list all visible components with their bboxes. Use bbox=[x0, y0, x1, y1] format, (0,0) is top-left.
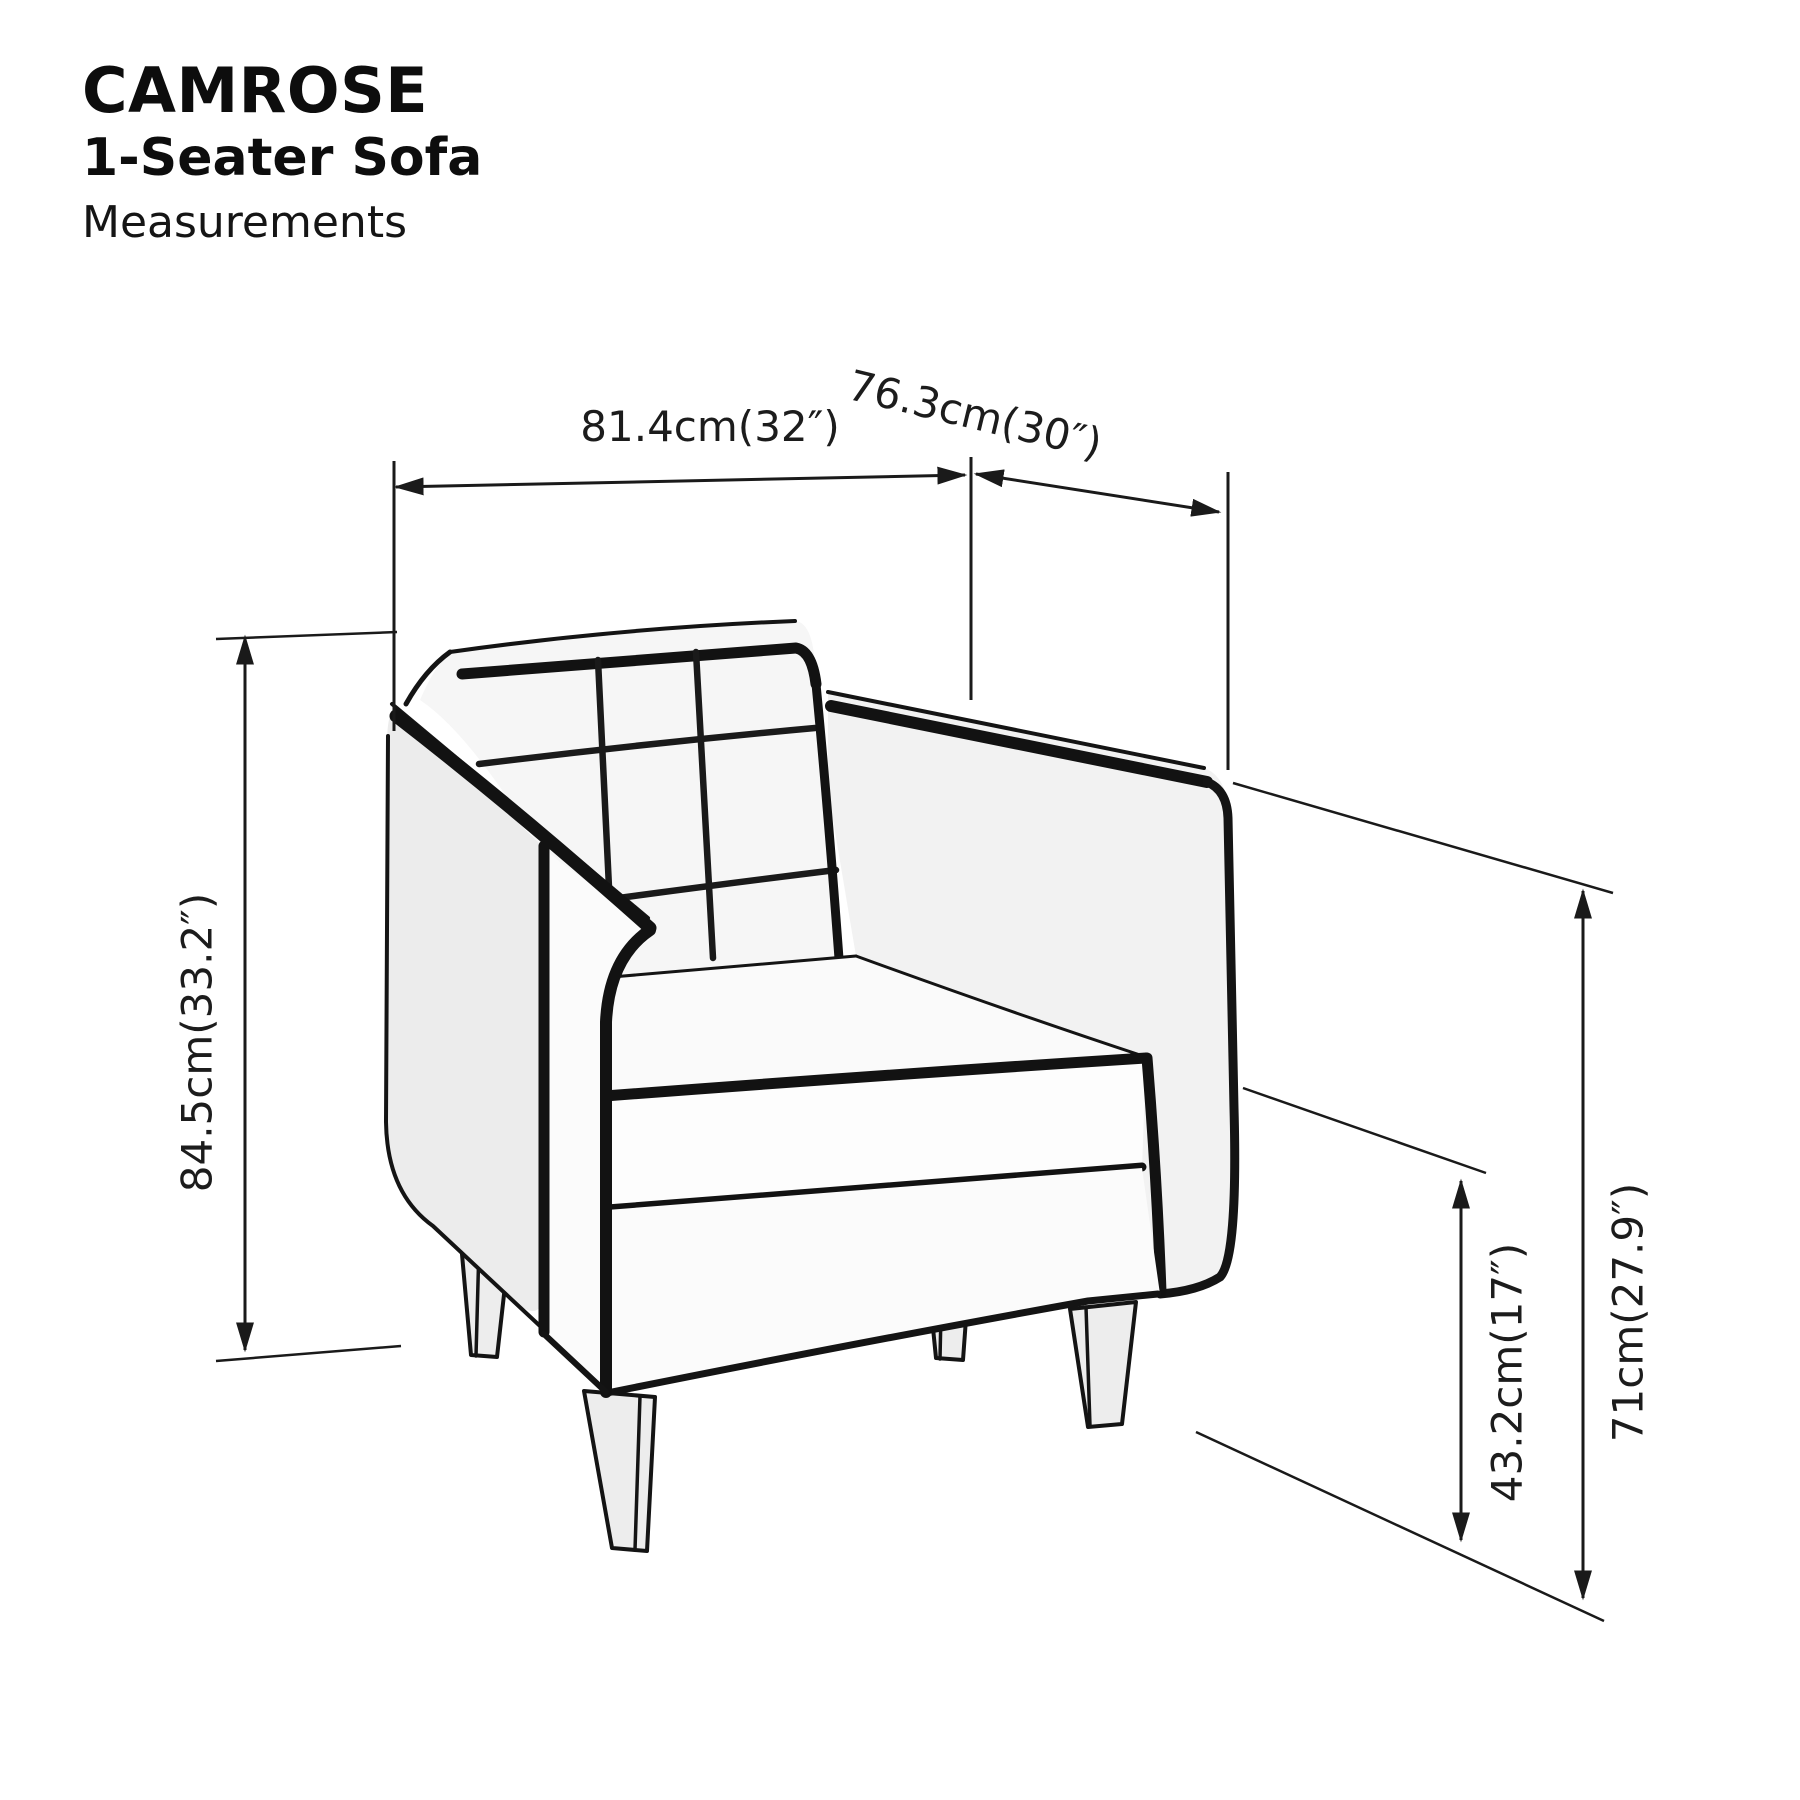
right-arm-front-edge bbox=[1155, 777, 1240, 1299]
sofa-drawing bbox=[384, 619, 1240, 1553]
backrest-left-edge bbox=[403, 649, 453, 707]
backrest-top-piping bbox=[456, 642, 822, 690]
left-arm-front-face bbox=[544, 848, 650, 1392]
height-dimension-label: 84.5cm(33.2″) bbox=[172, 892, 222, 1193]
height-top-extension-line bbox=[215, 630, 398, 641]
dimension-lines bbox=[215, 457, 1614, 1623]
seat-height-dimension-label: 43.2cm(17″) bbox=[1482, 1242, 1532, 1503]
base-front-face bbox=[607, 1168, 1160, 1394]
seat-height-top-extension-line bbox=[1242, 1086, 1487, 1175]
front-left-leg-edge bbox=[633, 1394, 642, 1552]
seat-front-piping bbox=[599, 1052, 1152, 1102]
arm-height-dimension-label: 71cm(27.9″) bbox=[1603, 1182, 1653, 1443]
seat-top-surface bbox=[606, 956, 1146, 1096]
right-arm-top-edge bbox=[826, 690, 1206, 770]
left-arm-outer-panel bbox=[386, 710, 544, 1312]
left-arm-bottom-edge bbox=[541, 1331, 609, 1395]
front-left-leg bbox=[582, 1389, 657, 1553]
front-right-leg-edge bbox=[1084, 1305, 1092, 1428]
seat-arm-seam bbox=[854, 954, 1148, 1059]
depth-dimension-arrow bbox=[973, 469, 1222, 517]
right-arm-top-piping bbox=[825, 700, 1213, 788]
title-block: CAMROSE 1-Seater Sofa Measurements bbox=[82, 58, 482, 246]
seat-rear-edge bbox=[610, 954, 858, 979]
base-bottom-edge bbox=[603, 1290, 1162, 1397]
seat-front-face bbox=[606, 1058, 1146, 1210]
tuft-seam-horizontal-1 bbox=[475, 724, 819, 768]
right-arm-inner-piping bbox=[1141, 1052, 1167, 1298]
width-dimension-label: 81.4cm(32″) bbox=[580, 402, 840, 451]
tuft-seam-vertical-2 bbox=[692, 648, 717, 962]
left-arm-front-right-piping bbox=[600, 924, 656, 1398]
height-bottom-extension-line bbox=[215, 1344, 402, 1363]
left-arm-top-piping bbox=[389, 709, 657, 935]
diagram-subtitle: Measurements bbox=[82, 196, 407, 248]
arm-height-top-extension-line bbox=[1232, 781, 1614, 895]
product-name: CAMROSE bbox=[82, 54, 429, 127]
seat-bottom-seam bbox=[602, 1162, 1147, 1214]
front-right-leg bbox=[1068, 1300, 1138, 1429]
floor-reference-line bbox=[1195, 1430, 1605, 1623]
width-dimension-arrow bbox=[393, 466, 968, 496]
left-arm-outer-edge bbox=[384, 734, 542, 1328]
backrest-top-edge bbox=[448, 619, 797, 654]
product-type: 1-Seater Sofa bbox=[82, 128, 483, 189]
